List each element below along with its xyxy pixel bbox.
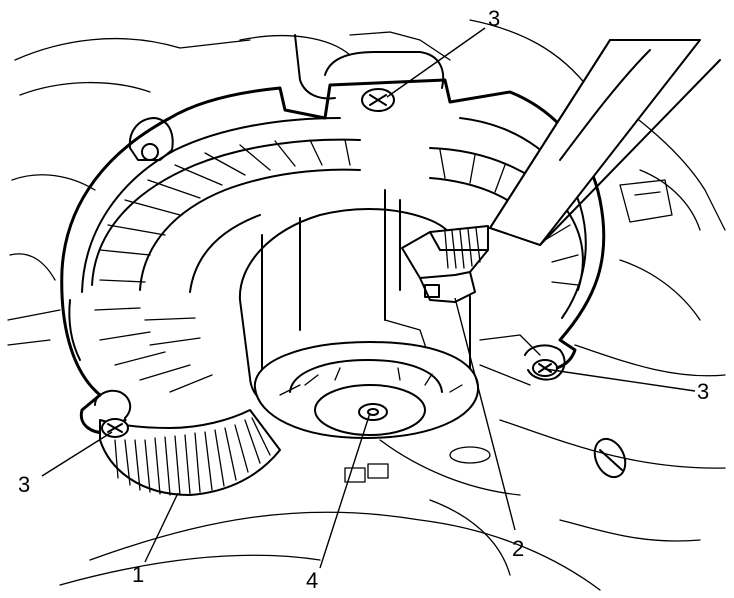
- background-structure: [7, 19, 726, 591]
- blower-motor: [238, 189, 480, 439]
- screw-left: [101, 418, 129, 438]
- screw-top: [361, 88, 395, 112]
- callout-1: 1: [132, 562, 144, 587]
- callout-3-right: 3: [697, 379, 709, 404]
- callout-labels: 3 3 3 1 4 2: [18, 6, 709, 593]
- callout-3-left: 3: [18, 472, 30, 497]
- callout-3-top: 3: [488, 6, 500, 31]
- air-duct-hose: [99, 409, 281, 496]
- callout-4: 4: [306, 568, 318, 593]
- motor-connector: [401, 225, 489, 303]
- callout-2: 2: [512, 536, 524, 561]
- wire-harness: [489, 39, 721, 246]
- leader-lines: [41, 27, 696, 569]
- screw-right: [532, 359, 558, 377]
